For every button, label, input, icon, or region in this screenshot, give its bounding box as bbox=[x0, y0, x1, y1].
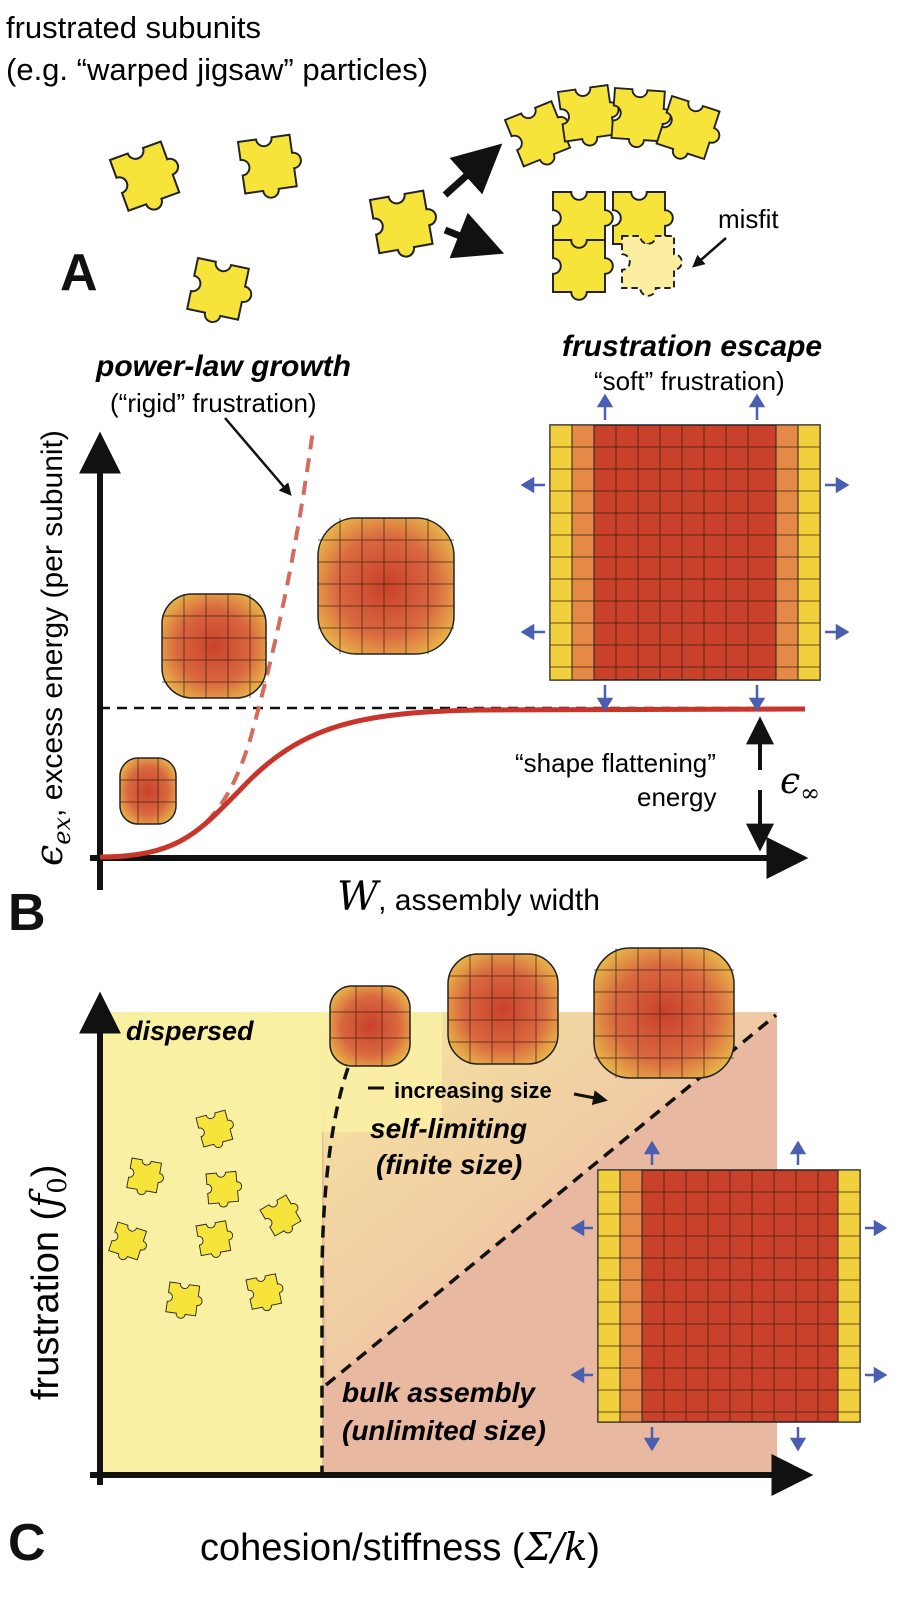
expansion-arrow-icon bbox=[570, 1140, 888, 1452]
panel-c: increasing size dispersed self-limiting … bbox=[8, 947, 888, 1572]
panel-c-x-label: cohesion/stiffness (Σ/k) bbox=[200, 1525, 600, 1569]
flatten-label-line2: energy bbox=[637, 782, 717, 812]
bulk-label-2: (unlimited size) bbox=[342, 1415, 546, 1446]
panel-b-y-label: ϵex, excess energy (per subunit) bbox=[27, 430, 76, 866]
cluster-large bbox=[317, 517, 455, 655]
expansion-arrow-icon bbox=[520, 393, 850, 712]
misfit-piece bbox=[621, 235, 683, 297]
escape-curve bbox=[99, 706, 806, 860]
cluster-small-c bbox=[329, 985, 411, 1067]
panel-b-x-label: W, assembly width bbox=[337, 874, 600, 920]
panel-c-letter: C bbox=[8, 1514, 46, 1572]
misfit-arrow bbox=[692, 237, 727, 268]
panel-c-y-label: frustration (f0) bbox=[23, 1165, 73, 1400]
power-law-subtitle: (“rigid” frustration) bbox=[110, 388, 317, 418]
power-law-title: power-law growth bbox=[95, 350, 351, 383]
self-limiting-label-2: (finite size) bbox=[376, 1149, 522, 1180]
cluster-small bbox=[119, 757, 177, 825]
cluster-large-c bbox=[593, 947, 735, 1079]
bulk-label-1: bulk assembly bbox=[342, 1377, 536, 1408]
cluster-medium-c bbox=[447, 953, 559, 1065]
curved-assembly bbox=[504, 83, 728, 175]
svg-text:ϵex, excess energy (per subuni: ϵex, excess energy (per subunit) bbox=[27, 430, 76, 866]
dispersed-boundary bbox=[320, 1067, 350, 1475]
self-limiting-label-1: self-limiting bbox=[370, 1113, 527, 1144]
puzzle-piece-icon bbox=[368, 188, 443, 263]
svg-text:frustration (f0): frustration (f0) bbox=[23, 1165, 73, 1400]
flat-assembly bbox=[552, 191, 683, 301]
panel-b-letter: B bbox=[8, 884, 46, 942]
escaped-sheet bbox=[549, 424, 821, 681]
cluster-medium bbox=[161, 593, 267, 699]
dispersed-label: dispersed bbox=[126, 1016, 254, 1046]
einf-label: ϵ∞ bbox=[780, 761, 820, 807]
assembly-arrow-up bbox=[442, 143, 503, 198]
panel-a: frustrated subunits (e.g. “warped jigsaw… bbox=[6, 10, 779, 330]
panel-a-title-line1: frustrated subunits bbox=[6, 10, 261, 45]
escape-title: frustration escape bbox=[562, 330, 822, 363]
panel-a-letter: A bbox=[60, 244, 98, 302]
escape-subtitle: “soft” frustration) bbox=[594, 366, 785, 396]
misfit-label: misfit bbox=[718, 204, 779, 234]
power-law-pointer bbox=[224, 417, 292, 496]
puzzle-piece-icon bbox=[184, 257, 258, 330]
increasing-size-label: increasing size bbox=[394, 1078, 552, 1103]
bulk-sheet bbox=[597, 1169, 861, 1423]
flatten-label-line1: “shape flattening” bbox=[515, 748, 716, 778]
increasing-size-arrow bbox=[573, 1090, 608, 1106]
puzzle-piece-icon bbox=[108, 137, 191, 220]
puzzle-piece-icon bbox=[237, 132, 307, 203]
panel-b: power-law growth (“rigid” frustration) f… bbox=[8, 330, 850, 942]
assembly-arrow-down bbox=[443, 212, 505, 259]
panel-a-title-line2: (e.g. “warped jigsaw” particles) bbox=[6, 52, 428, 87]
